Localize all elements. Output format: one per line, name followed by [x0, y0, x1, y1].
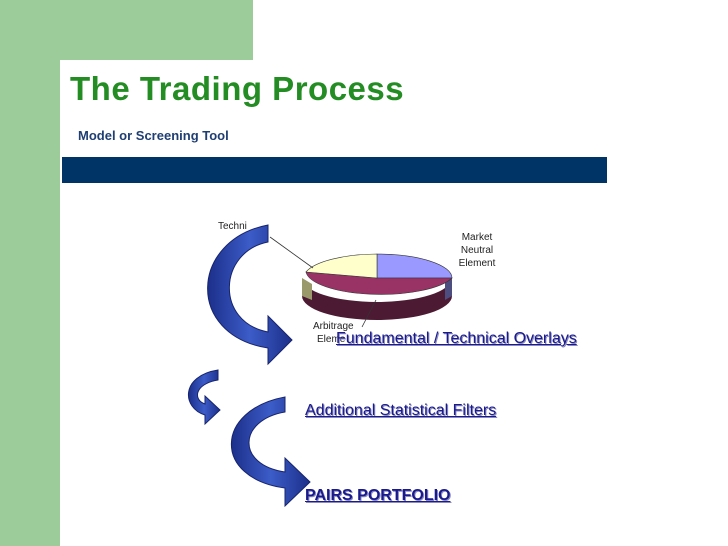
pie-side-technical [302, 278, 312, 300]
step-filters: Additional Statistical Filters [305, 402, 497, 419]
label-arbitrage-2: Eleme [317, 334, 346, 345]
pie-slice-technical [305, 253, 378, 279]
title-area [62, 60, 728, 156]
step-overlays: Fundamental / Technical Overlays [336, 330, 577, 347]
leader-line-technical [269, 236, 314, 269]
curved-arrow-small [188, 369, 221, 426]
header-bar [62, 157, 607, 183]
curved-arrow-2 [231, 396, 311, 508]
pie-side-arbitrage [302, 278, 452, 320]
leader-line-arbitrage [361, 299, 377, 328]
green-top-panel [0, 0, 253, 60]
label-market-3: Element [459, 258, 496, 269]
pie-slice-arbitrage [305, 271, 453, 295]
pie-chart [269, 236, 453, 328]
curved-arrow-1 [207, 224, 293, 366]
pie-slice-market [376, 253, 453, 279]
slide-title: The Trading Process [70, 70, 405, 107]
label-technical: Techni [218, 221, 247, 232]
label-market-2: Neutral [461, 245, 493, 256]
slide-subtitle: Model or Screening Tool [78, 128, 229, 143]
green-side-panel [0, 0, 60, 546]
label-market-1: Market [462, 232, 493, 243]
step-portfolio: PAIRS PORTFOLIO [305, 487, 451, 504]
label-arbitrage-1: Arbitrage [313, 321, 354, 332]
pie-side-market [445, 278, 452, 300]
